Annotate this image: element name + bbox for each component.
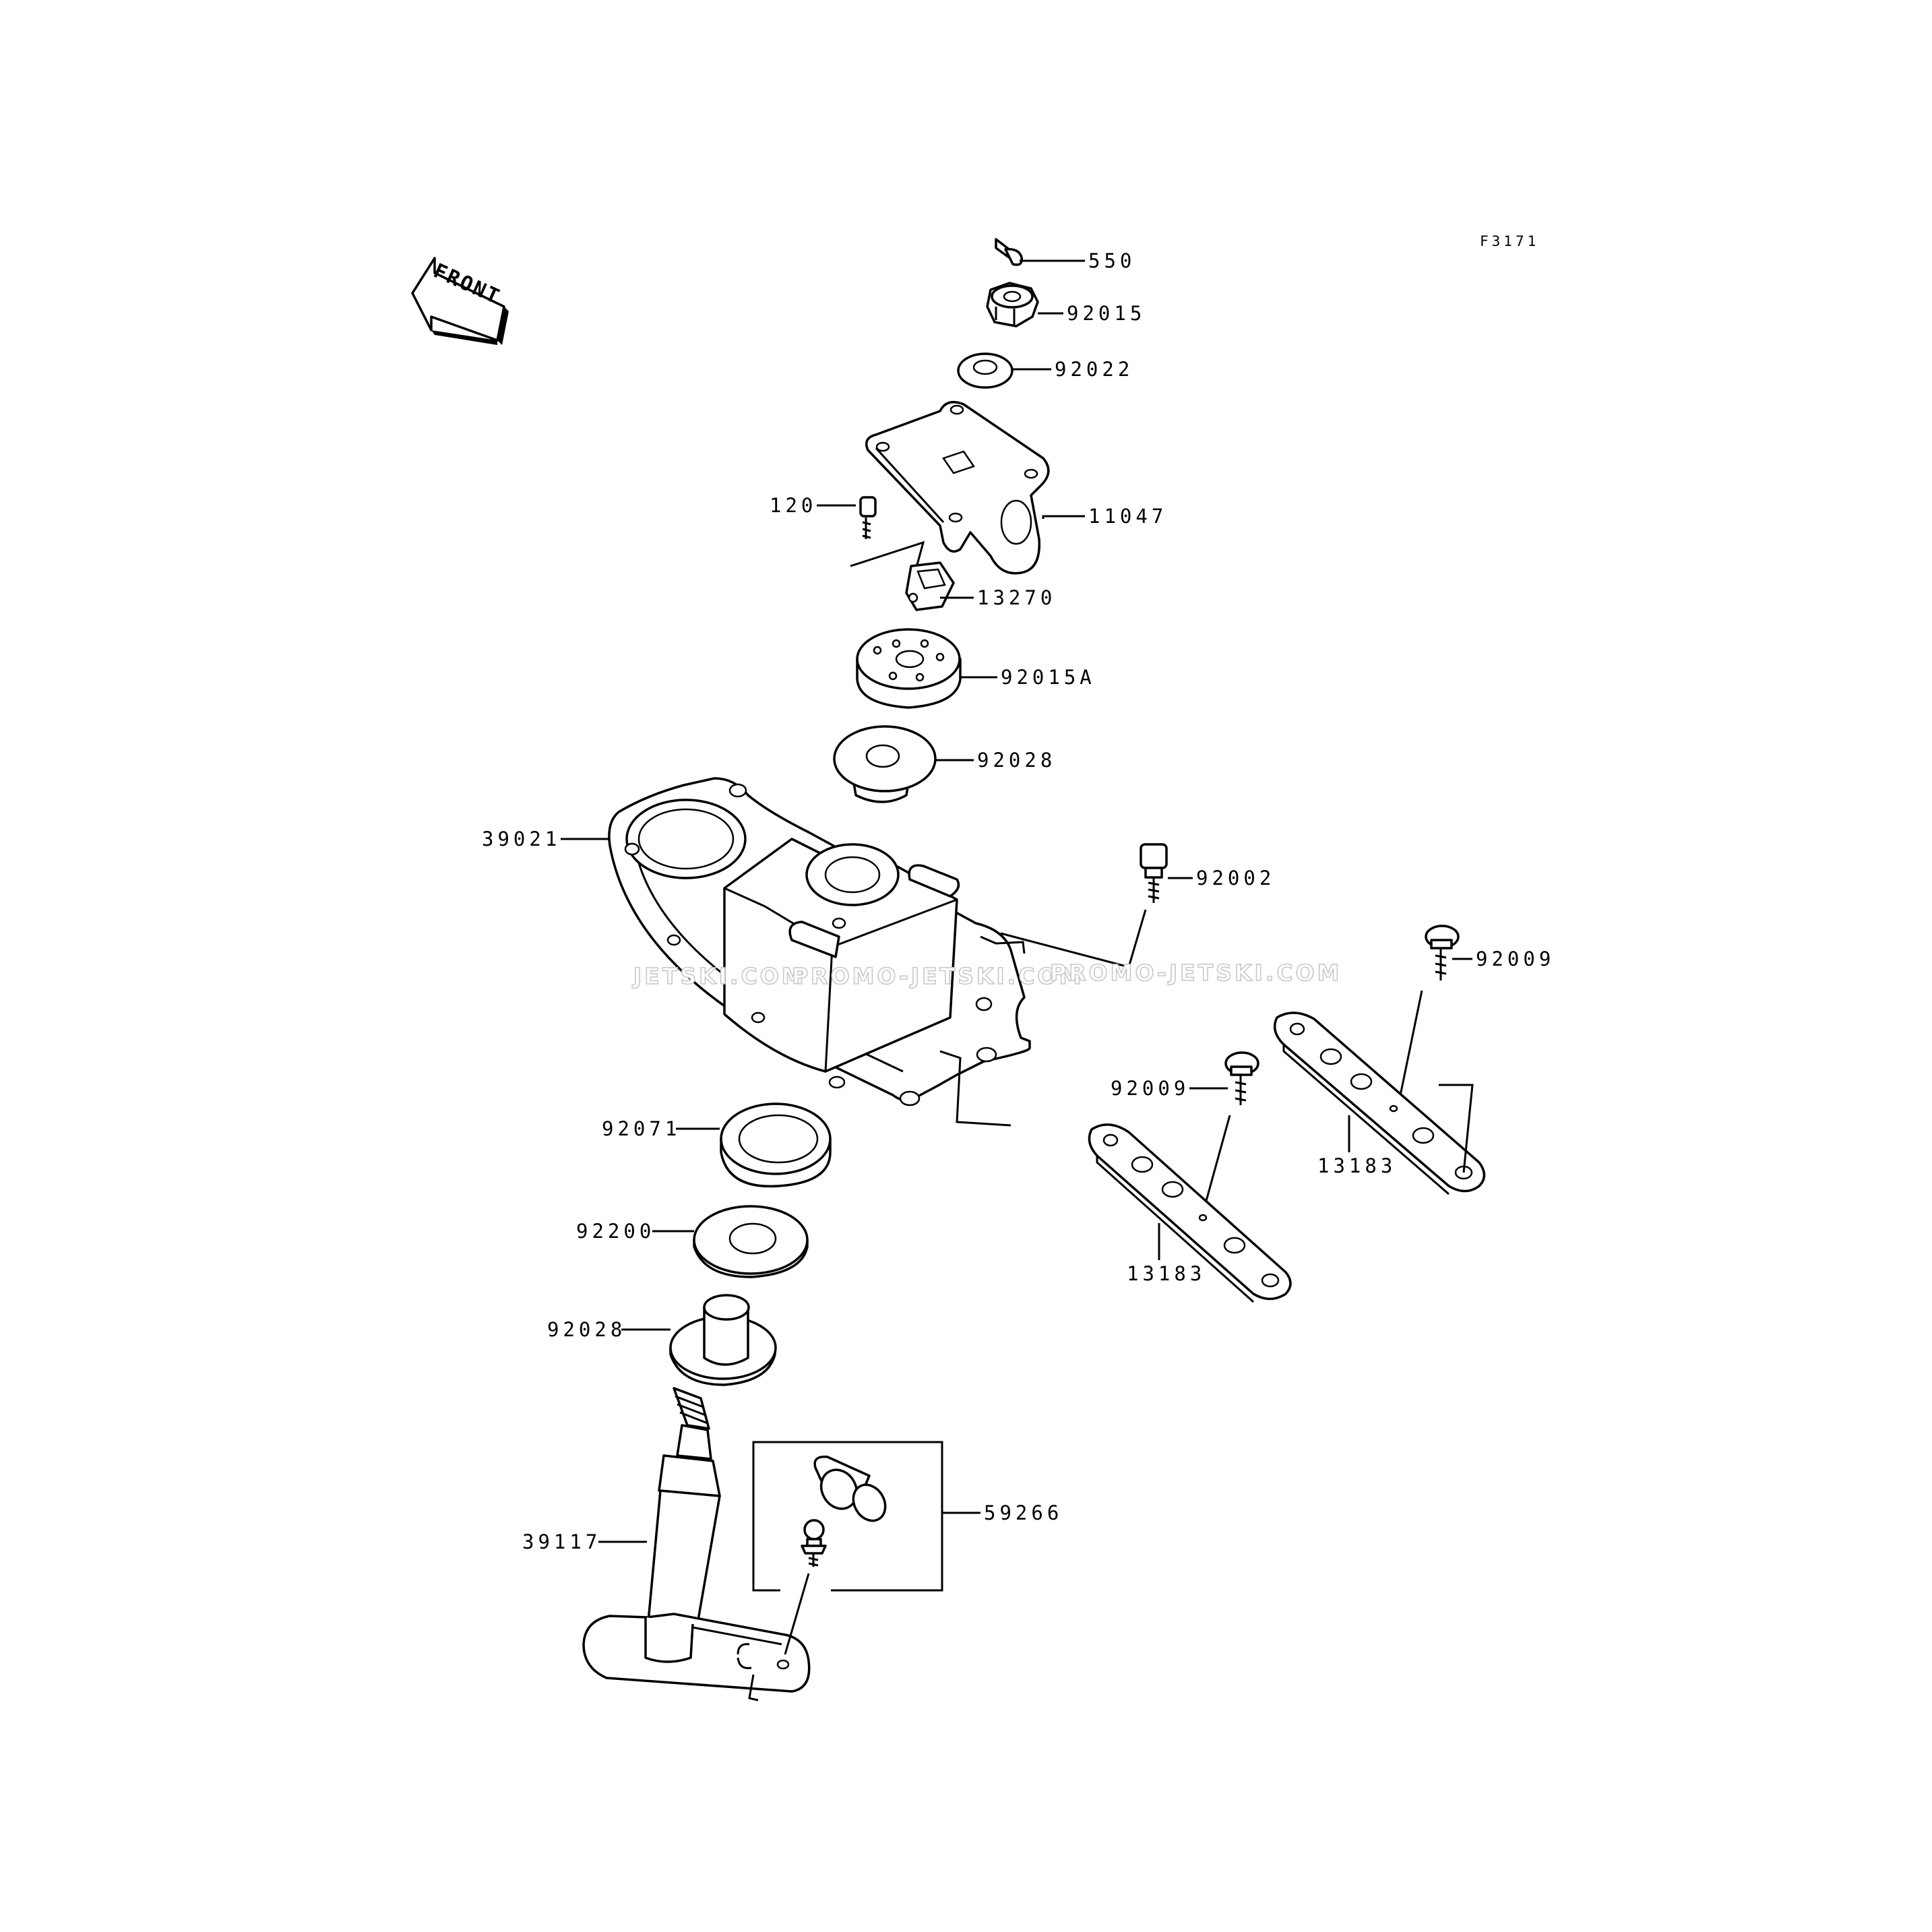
callout-59266: 59266 — [984, 1501, 1063, 1524]
callout-92009-left: 92009 — [1111, 1077, 1189, 1100]
bushing-92028-lower — [669, 1294, 777, 1386]
callout-92022: 92022 — [1055, 358, 1133, 381]
cotter-pin-550 — [995, 238, 1023, 266]
screw-92009-right — [1397, 925, 1460, 1106]
bushing-92028-upper — [833, 725, 937, 803]
watermark-1: JETSKI.COM — [632, 963, 807, 989]
watermark-3: PROMO-JETSKI.COM — [1050, 960, 1342, 986]
callout-92071: 92071 — [602, 1117, 681, 1140]
screw-92009-left — [1202, 1051, 1259, 1214]
callout-92028-lower: 92028 — [547, 1318, 626, 1341]
callout-labels: 550 92015 92022 120 11047 13270 92015A 9… — [482, 249, 1555, 1553]
callout-39021: 39021 — [482, 828, 561, 850]
castle-nut-92015 — [986, 282, 1039, 328]
figure-code: F3171 — [1480, 233, 1539, 249]
callout-39117: 39117 — [522, 1530, 601, 1553]
callout-550: 550 — [1088, 249, 1135, 272]
leader-lines — [561, 259, 1472, 1543]
callout-92015: 92015 — [1067, 302, 1146, 325]
callout-13183-right: 13183 — [1317, 1154, 1396, 1177]
steering-shaft-39117 — [582, 1387, 811, 1702]
callout-11047: 11047 — [1088, 505, 1167, 528]
plate-13183-left — [1088, 1123, 1292, 1303]
callout-92009-right: 92009 — [1476, 947, 1555, 970]
clip-13270 — [905, 561, 955, 611]
washer-92022 — [957, 352, 1014, 389]
bracket-11047 — [865, 400, 1050, 575]
callout-92200: 92200 — [576, 1220, 655, 1243]
callout-13183-left: 13183 — [1127, 1262, 1206, 1285]
seal-92071 — [720, 1102, 832, 1188]
callout-13270: 13270 — [977, 586, 1056, 609]
watermark-2: PROMO-JETSKI.COM — [792, 963, 1084, 989]
bolt-92002 — [1000, 843, 1168, 968]
callout-92028-upper: 92028 — [977, 749, 1056, 772]
callout-120: 120 — [770, 494, 817, 517]
housing-plate-39021 — [608, 777, 1031, 1127]
washer-92200 — [693, 1205, 809, 1278]
front-arrow-icon: FRONT — [411, 257, 509, 345]
damper-92015A — [856, 628, 962, 709]
callout-92002: 92002 — [1196, 867, 1275, 890]
ball-joint-kit-59266 — [752, 1441, 943, 1655]
callout-92015A: 92015A — [1001, 666, 1096, 689]
plate-13183-right — [1273, 1011, 1486, 1195]
